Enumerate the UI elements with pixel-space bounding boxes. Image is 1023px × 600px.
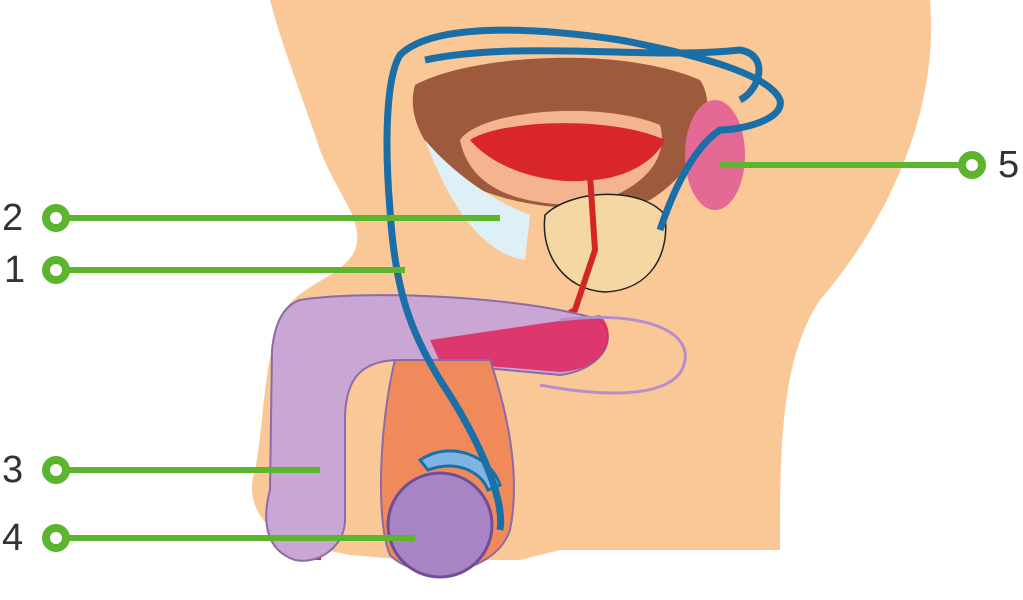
vas-deferens [383, 26, 784, 531]
leader-lines [58, 162, 970, 541]
testis [386, 471, 494, 579]
label-5: 5 [998, 144, 1020, 186]
label-1: 1 [4, 249, 26, 291]
corpus-cavernosum [430, 315, 609, 372]
label-4: 4 [2, 517, 24, 559]
epididymis [417, 449, 502, 492]
leader-markers [42, 151, 986, 552]
bladder-lumen [470, 123, 665, 182]
vas-deferens-2 [424, 46, 763, 104]
label-3: 3 [2, 449, 24, 491]
seminal-area [425, 140, 530, 260]
label-2: 2 [2, 197, 24, 239]
penile-bulb-outline [539, 315, 687, 395]
prostate [543, 193, 667, 293]
